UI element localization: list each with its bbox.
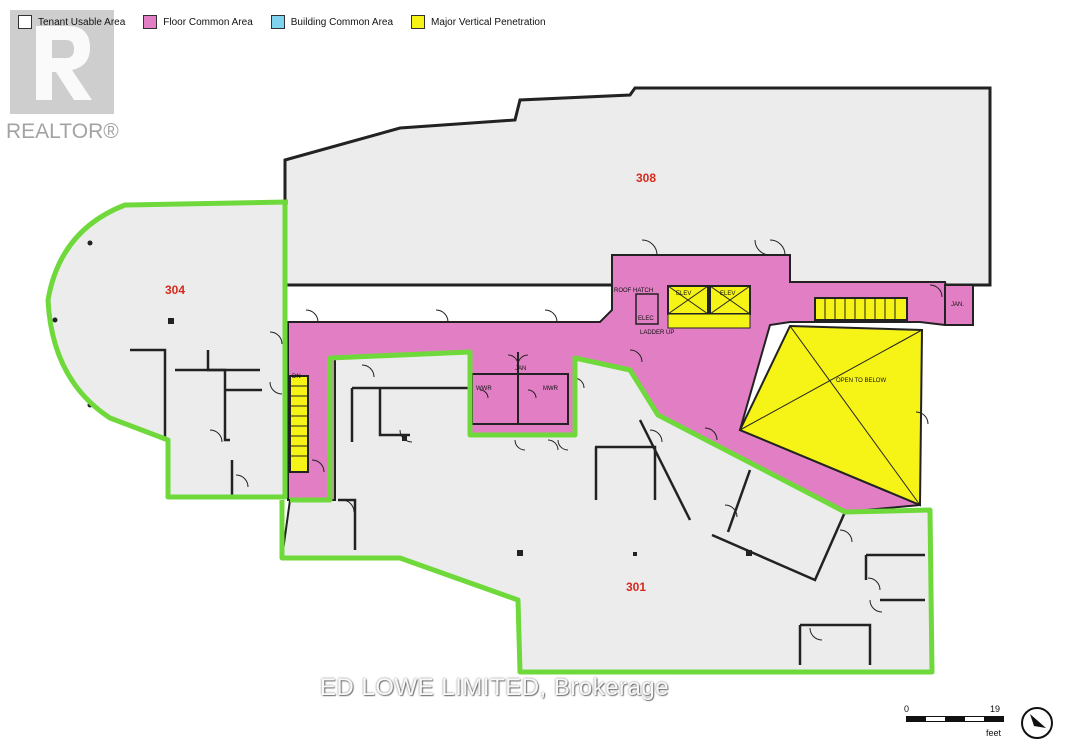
legend-label: Building Common Area [290,16,394,28]
open-to-below-label: OPEN TO BELOW [836,378,886,384]
stair-dn-label: DN [292,374,301,380]
room-number-304: 304 [165,283,185,297]
brokerage-watermark: ED LOWE LIMITED, Brokerage [320,674,670,701]
room-number-308: 308 [636,171,656,185]
legend-item-floor-common: Floor Common Area [143,15,253,29]
roof-hatch-label: ROOF HATCH [614,288,653,294]
mwr-label: MWR [543,386,559,392]
jan-label-east: JAN. [951,302,964,308]
scale-bar: 0 19 feet [904,704,1008,744]
washroom-block [471,373,569,425]
legend: Tenant Usable Area Floor Common Area Bui… [18,12,564,32]
legend-swatch-blue [270,15,285,29]
scale-unit: feet [986,728,1002,738]
ladder-up-label: LADDER UP [640,330,674,336]
legend-item-vertical-penetration: Major Vertical Penetration [411,15,546,29]
west-stair [289,375,309,473]
legend-item-tenant-usable: Tenant Usable Area [18,15,125,29]
elevator-landing [667,313,751,329]
suite-304-boundary [45,199,289,500]
elec-label: ELEC [638,316,654,322]
room-number-301: 301 [626,580,646,594]
legend-label: Major Vertical Penetration [431,16,546,28]
legend-label: Tenant Usable Area [38,16,126,28]
scale-start: 0 [904,704,910,714]
legend-swatch-white [18,15,32,29]
elev-label-2: ELEV [720,291,735,297]
legend-swatch-yellow [411,15,426,29]
legend-item-building-common: Building Common Area [270,15,394,29]
legend-label: Floor Common Area [163,16,253,28]
north-arrow-icon [1021,707,1053,739]
jan-label-core: JAN [515,366,526,372]
east-stair [814,297,908,321]
scale-bar-graphic [906,716,1004,722]
svg-text:REALTOR®: REALTOR® [6,120,119,142]
elev-label-1: ELEV [676,291,691,297]
scale-end: 19 [990,704,1001,714]
wwr-label: WWR [476,386,492,392]
legend-swatch-pink [143,15,158,29]
elec-room [635,293,659,325]
suite-301-boundary [279,349,935,675]
realtor-logo: REALTOR® [6,10,119,142]
jan-east-room [944,284,974,326]
